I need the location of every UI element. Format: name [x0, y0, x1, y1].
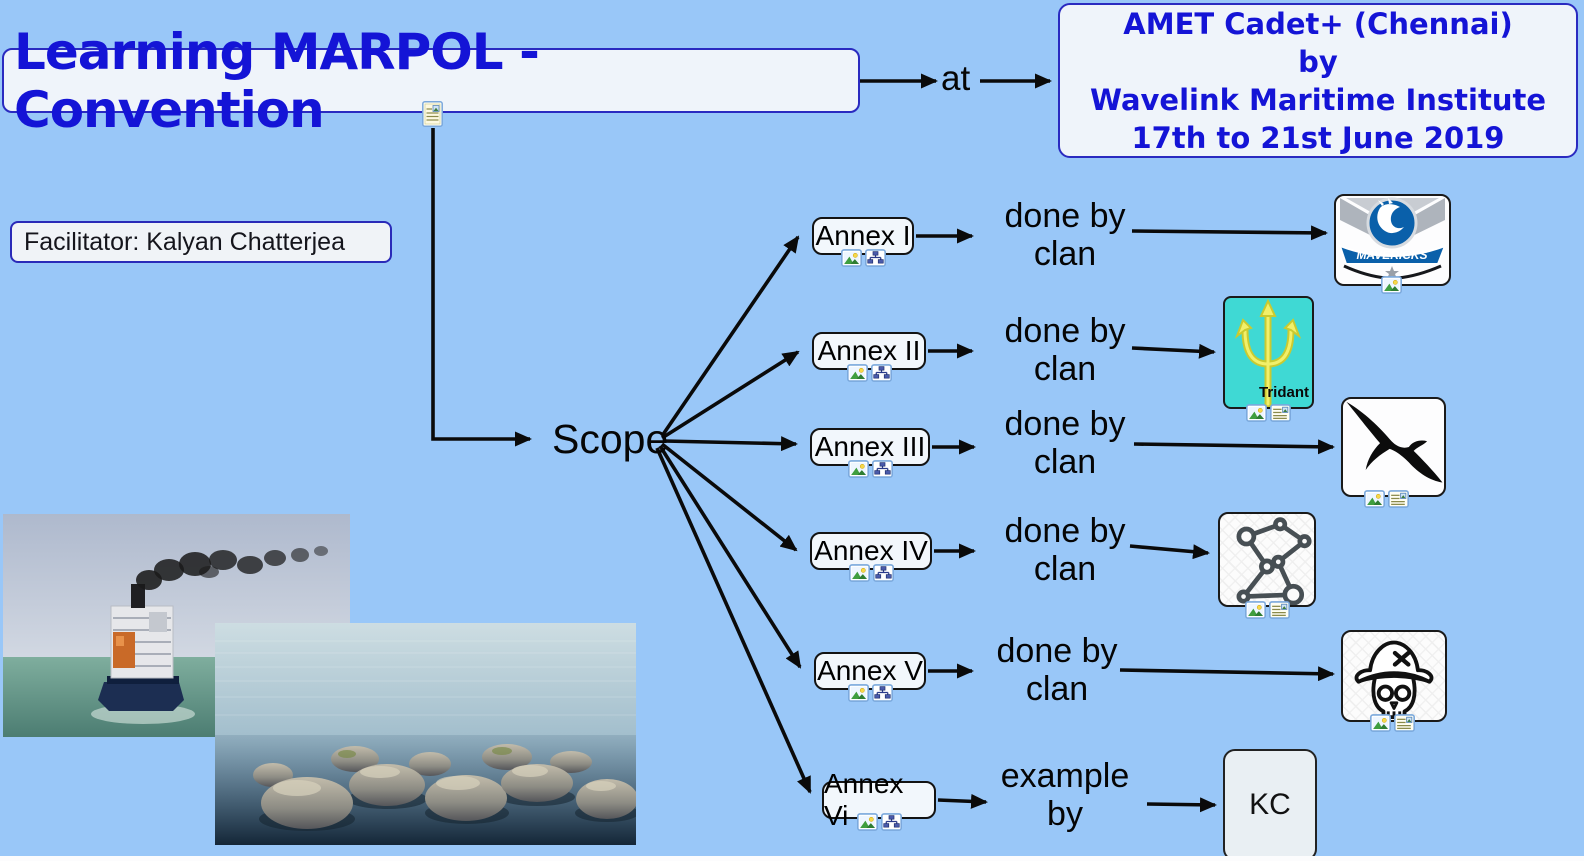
- note-icon[interactable]: [1270, 404, 1291, 422]
- trident-node-icons: [1246, 404, 1291, 422]
- image-icon[interactable]: [1364, 490, 1385, 508]
- trident-caption: Tridant: [1258, 384, 1309, 401]
- mavericks-clan-node[interactable]: MAVERICKS: [1334, 194, 1451, 286]
- diagram-icon[interactable]: [871, 364, 892, 382]
- albatross-clan-node[interactable]: [1341, 397, 1446, 497]
- image-icon[interactable]: [857, 813, 878, 831]
- image-icon[interactable]: [847, 364, 868, 382]
- facilitator-node[interactable]: Facilitator: Kalyan Chatterjea: [10, 221, 392, 263]
- mavericks-logo-icon: MAVERICKS: [1338, 197, 1447, 280]
- root-node-label: Learning MARPOL - Convention: [14, 22, 540, 139]
- annex-vi-icons: [857, 813, 902, 831]
- kc-label: KC: [1249, 788, 1291, 821]
- diagram-icon[interactable]: [873, 564, 894, 582]
- note-icon[interactable]: [1388, 490, 1409, 508]
- image-icon[interactable]: [1370, 714, 1391, 732]
- venue-line: Wavelink Maritime Institute: [1090, 82, 1546, 117]
- kc-node[interactable]: KC: [1223, 749, 1317, 861]
- albatross-icon: [1346, 401, 1443, 483]
- pirate-node-icons: [1370, 714, 1415, 732]
- annex-v-node[interactable]: Annex V: [814, 652, 926, 690]
- diagram-icon[interactable]: [865, 249, 886, 267]
- relation-done-by-clan[interactable]: done by clan: [1004, 512, 1126, 588]
- annex-v-icons: [848, 684, 893, 702]
- constellation-icon: [1236, 517, 1312, 605]
- image-icon[interactable]: [848, 684, 869, 702]
- annex-iv-icons: [849, 564, 894, 582]
- image-icon[interactable]: [1246, 404, 1267, 422]
- annex-i-node[interactable]: Annex I: [812, 217, 914, 255]
- annex-i-icons: [841, 249, 886, 267]
- venue-line: 17th to 21st June 2019: [1131, 120, 1505, 155]
- annex-ii-icons: [847, 364, 892, 382]
- venue-line: by: [1298, 44, 1338, 79]
- note-icon[interactable]: [1394, 714, 1415, 732]
- note-icon[interactable]: [1269, 601, 1290, 619]
- venue-line: AMET Cadet+ (Chennai): [1123, 6, 1513, 41]
- annex-iii-node[interactable]: Annex III: [810, 428, 930, 466]
- trident-clan-node[interactable]: Tridant: [1223, 296, 1314, 409]
- annex-iii-icons: [848, 460, 893, 478]
- mavericks-banner-text: MAVERICKS: [1356, 248, 1427, 262]
- relation-done-by-clan[interactable]: done by clan: [1004, 405, 1126, 481]
- scope-node[interactable]: Scope: [552, 416, 669, 462]
- relation-example-by[interactable]: example by: [1000, 757, 1130, 833]
- annex-ii-node[interactable]: Annex II: [812, 332, 926, 370]
- diagram-icon[interactable]: [872, 460, 893, 478]
- albatross-node-icons: [1364, 490, 1409, 508]
- diagram-icon[interactable]: [881, 813, 902, 831]
- relation-done-by-clan[interactable]: done by clan: [1004, 312, 1126, 388]
- pirate-clan-node[interactable]: [1341, 630, 1447, 722]
- canvas-bottom-edge: [0, 856, 1584, 861]
- edge-label-at: at: [941, 59, 971, 98]
- venue-node[interactable]: AMET Cadet+ (Chennai) by Wavelink Mariti…: [1058, 3, 1578, 158]
- relation-done-by-clan[interactable]: done by clan: [996, 632, 1118, 708]
- relation-done-by-clan[interactable]: done by clan: [1004, 197, 1126, 273]
- image-icon[interactable]: [849, 564, 870, 582]
- trident-icon: [1234, 298, 1302, 407]
- image-icon[interactable]: [848, 460, 869, 478]
- mavericks-node-icons: [1381, 276, 1402, 294]
- image-icon[interactable]: [841, 249, 862, 267]
- note-icon[interactable]: [422, 101, 443, 127]
- sea-rocks-photo[interactable]: [215, 623, 636, 845]
- image-icon[interactable]: [1381, 276, 1402, 294]
- annex-vi-node[interactable]: Annex Vi: [822, 768, 936, 831]
- constellation-clan-node[interactable]: [1218, 512, 1316, 607]
- pirate-skull-icon: [1354, 640, 1434, 720]
- constellation-node-icons: [1245, 601, 1290, 619]
- diagram-icon[interactable]: [872, 684, 893, 702]
- facilitator-label: Facilitator: Kalyan Chatterjea: [24, 227, 345, 256]
- image-icon[interactable]: [1245, 601, 1266, 619]
- annex-iv-node[interactable]: Annex IV: [810, 532, 932, 570]
